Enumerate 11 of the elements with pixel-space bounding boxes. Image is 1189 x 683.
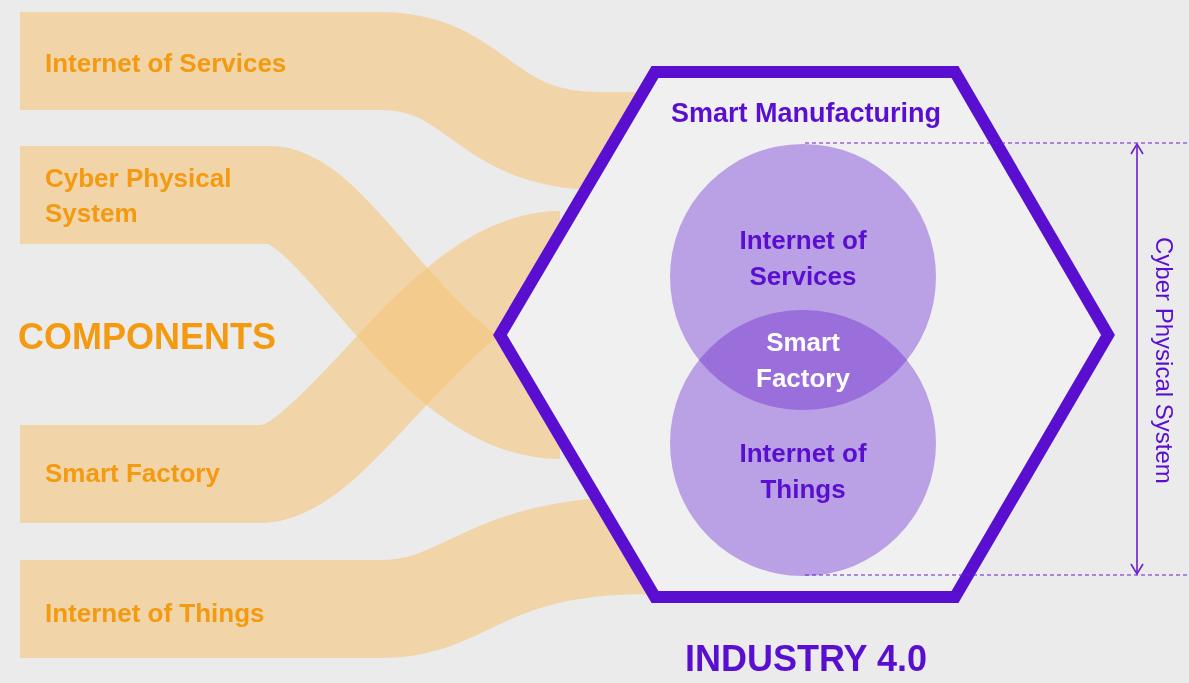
hexagon-label: INDUSTRY 4.0 bbox=[683, 638, 929, 680]
dimension-label: Cyber Physical System bbox=[1150, 235, 1178, 486]
hexagon-title: Smart Manufacturing bbox=[670, 98, 942, 129]
band-label: Smart Factory bbox=[45, 457, 221, 490]
band-label: Cyber Physical System bbox=[45, 162, 233, 230]
band-label: Internet of Things bbox=[45, 597, 266, 630]
circle-label: Internet of Things bbox=[738, 437, 868, 506]
overlap-label: Smart Factory bbox=[755, 326, 851, 395]
circle-label: Internet of Services bbox=[738, 224, 868, 293]
section-heading: COMPONENTS bbox=[18, 316, 276, 358]
band-label: Internet of Services bbox=[45, 47, 288, 80]
